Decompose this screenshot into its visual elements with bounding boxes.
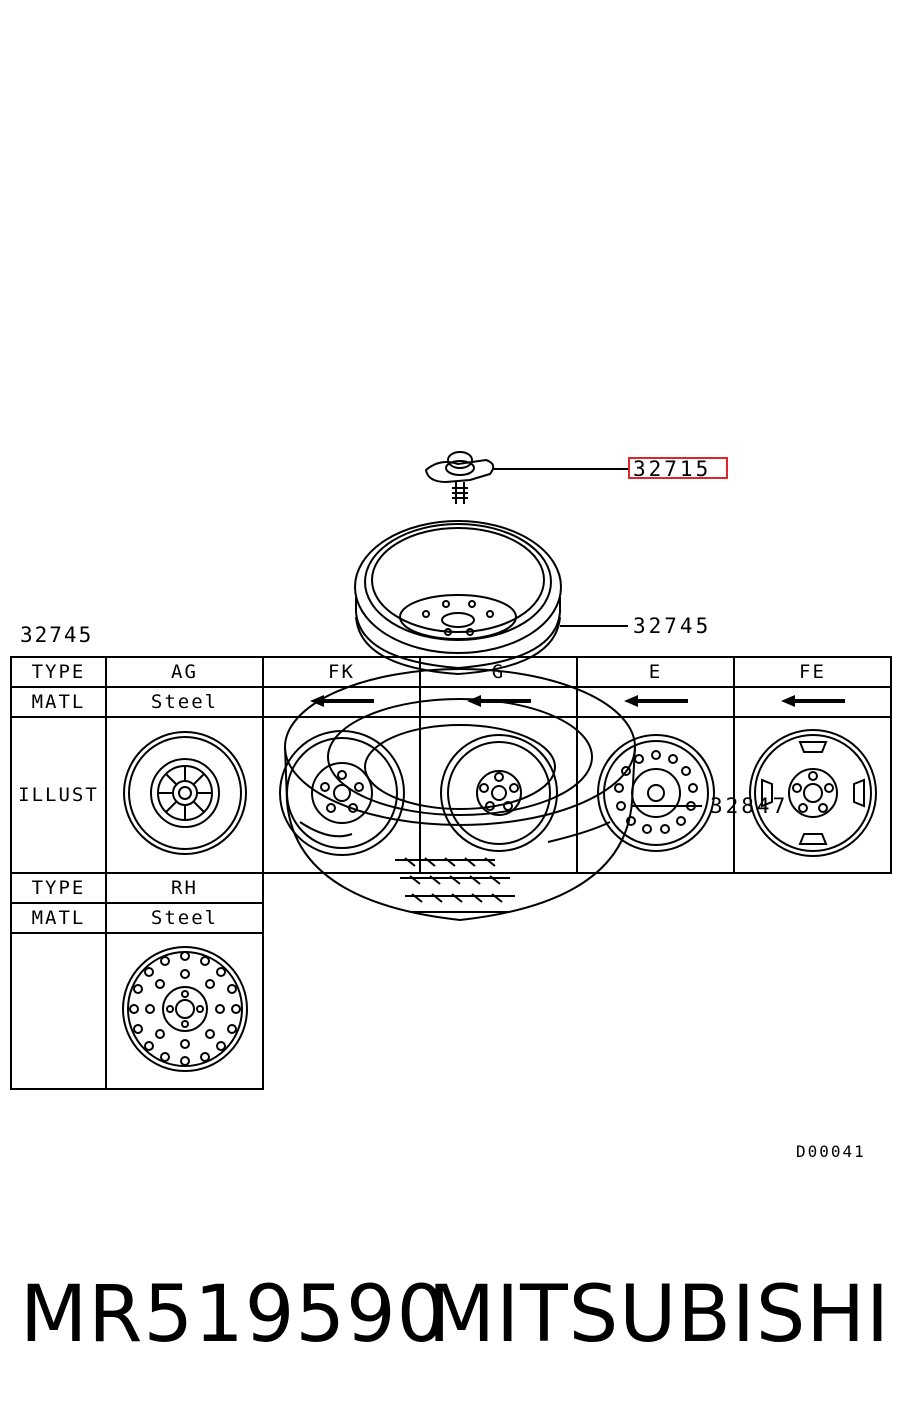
callout-32745: 32745 [633, 614, 711, 638]
matl-row: MATL Steel [10, 686, 892, 718]
callout-highlight-box [628, 457, 728, 479]
matl-row-label: MATL [10, 902, 107, 934]
type-row-label: TYPE [10, 656, 107, 688]
part-number: MR519590 [20, 1270, 448, 1360]
type-cell: AG [105, 656, 264, 688]
type-row: TYPE AG FK G E FE [10, 656, 892, 688]
wheel-type-table: TYPE AG FK G E FE MATL Steel ILLUST [10, 656, 892, 1090]
wheel-g-icon [439, 733, 558, 852]
brand-name: MITSUBISHI [427, 1270, 890, 1360]
matl-cell [262, 686, 421, 718]
type-cell: E [576, 656, 735, 688]
illust-cell [576, 716, 735, 874]
type-row-label: TYPE [10, 872, 107, 904]
same-as-left-arrow-icon [623, 695, 688, 707]
illust-row: ILLUST [10, 716, 892, 874]
same-as-left-arrow-icon [780, 695, 845, 707]
matl-cell [576, 686, 735, 718]
wheel-fe-icon [748, 728, 877, 857]
type-cell: RH [105, 872, 264, 904]
illust-cell [419, 716, 578, 874]
matl-cell [733, 686, 892, 718]
same-as-left-arrow-icon [466, 695, 531, 707]
matl-cell: Steel [105, 686, 264, 718]
illust-cell [105, 932, 264, 1090]
matl-cell [419, 686, 578, 718]
footer: MR519590 MITSUBISHI [20, 1270, 890, 1360]
wheel-ag-icon [122, 730, 247, 855]
matl-cell: Steel [105, 902, 264, 934]
wheel-fk-icon [278, 729, 405, 856]
illust-row-label: ILLUST [10, 716, 107, 874]
table-title: 32745 [20, 623, 94, 647]
illust-row-label-empty [10, 932, 107, 1090]
illust-cell [105, 716, 264, 874]
illust-cell [262, 716, 421, 874]
callout-32715: 32715 [633, 457, 711, 481]
same-as-left-arrow-icon [309, 695, 374, 707]
type-row-2: TYPE RH [10, 872, 891, 904]
wing-bolt-part [424, 451, 628, 504]
matl-row-label: MATL [10, 686, 107, 718]
wheel-rh-icon [121, 945, 248, 1072]
illust-row-2 [10, 932, 891, 1090]
wheel-rim-part [354, 520, 628, 676]
wheel-e-icon [596, 733, 715, 852]
type-cell: G [419, 656, 578, 688]
matl-row-2: MATL Steel [10, 902, 891, 934]
type-cell: FK [262, 656, 421, 688]
type-cell: FE [733, 656, 892, 688]
illust-cell [733, 716, 892, 874]
reference-code: D00041 [796, 1142, 866, 1161]
